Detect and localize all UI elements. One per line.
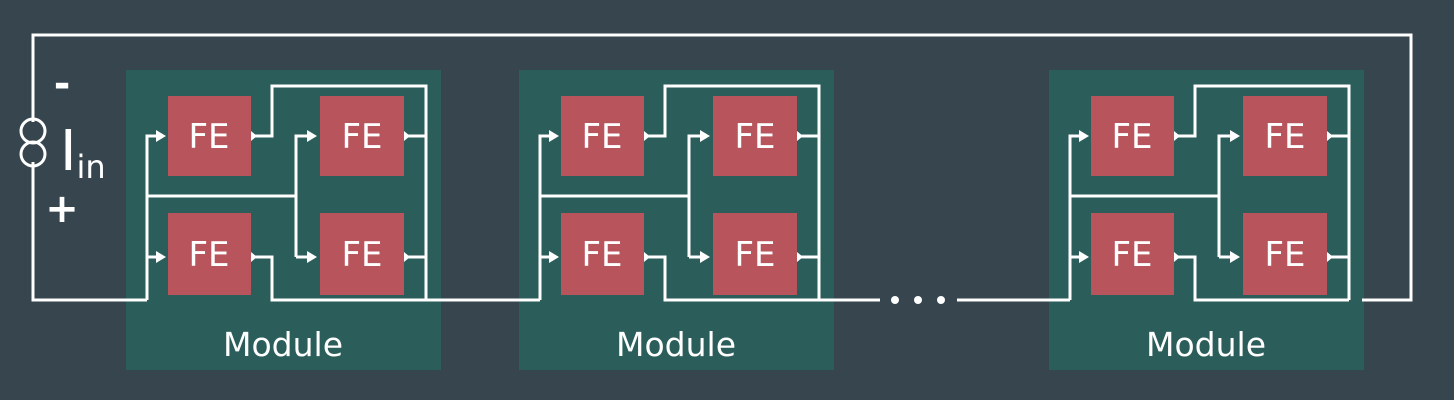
fe-block — [561, 96, 644, 176]
fe-block — [561, 213, 644, 295]
current-label: Iin — [60, 119, 106, 186]
fe-label: FE — [581, 235, 622, 275]
fe-label: FE — [734, 235, 775, 275]
fe-block — [1243, 96, 1327, 176]
module-wiring — [538, 84, 821, 302]
fe-block — [168, 96, 251, 176]
minus-sign: - — [54, 61, 71, 107]
fe-block — [713, 213, 797, 295]
fe-block — [1243, 213, 1327, 295]
module-wiring — [1068, 84, 1351, 302]
fe-label: FE — [341, 117, 382, 157]
fe-block — [320, 213, 404, 295]
module-2: FE FE FE FE Module — [538, 84, 821, 364]
fe-block — [320, 96, 404, 176]
module-label: Module — [616, 325, 736, 364]
plus-sign: + — [45, 186, 79, 232]
fe-label: FE — [1264, 117, 1305, 157]
fe-label: FE — [1111, 117, 1152, 157]
fe-block — [168, 213, 251, 295]
main-loop-wires — [31, 33, 1413, 302]
current-source-icon — [19, 117, 47, 145]
fe-label: FE — [341, 235, 382, 275]
module-wiring — [145, 84, 428, 302]
fe-block — [713, 96, 797, 176]
module-1: FE FE FE FE Module — [145, 84, 428, 364]
ellipsis-dots — [891, 296, 945, 304]
current-source — [19, 100, 47, 180]
fe-label: FE — [581, 117, 622, 157]
fe-label: FE — [1111, 235, 1152, 275]
fe-block — [1091, 96, 1174, 176]
fe-label: FE — [188, 235, 229, 275]
fe-label: FE — [188, 117, 229, 157]
fe-label: FE — [1264, 235, 1305, 275]
fe-label: FE — [734, 117, 775, 157]
module-label: Module — [223, 325, 343, 364]
module-3: FE FE FE FE Module — [1068, 84, 1351, 364]
module-label: Module — [1146, 325, 1266, 364]
fe-block — [1091, 213, 1174, 295]
